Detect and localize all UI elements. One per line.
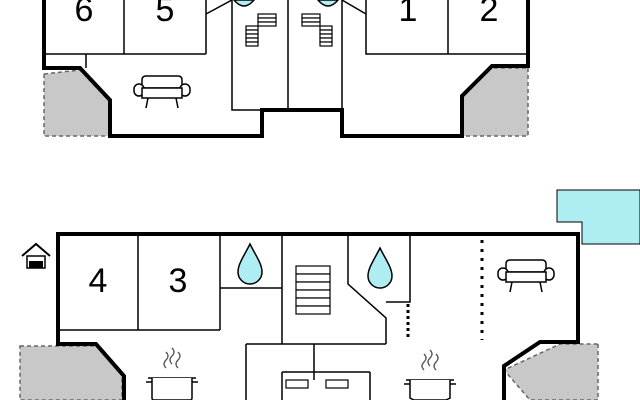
terrace-upper-right (461, 67, 529, 137)
upper-outer-wall-left (42, 0, 264, 138)
house-icon (21, 242, 51, 269)
sofa-icon (133, 75, 191, 109)
room-2-label: 2 (480, 0, 499, 29)
water-drop-icon (317, 0, 339, 7)
water-drop-icon (237, 242, 263, 285)
lower-outer-wall (56, 232, 580, 400)
water-drop-icon (233, 0, 255, 7)
upper-outer-wall-right (340, 0, 530, 138)
upper-floor: 6 5 1 2 (42, 0, 530, 138)
upper-room-walls-right (287, 0, 528, 110)
lower-floor: 4 3 (19, 189, 640, 400)
stairs-icon (301, 13, 333, 47)
lower-room-walls (58, 234, 411, 400)
room-1-label: 1 (399, 0, 418, 29)
water-drop-icon (367, 246, 393, 289)
pool (556, 189, 640, 245)
sink-icon (325, 379, 349, 389)
room-6-label: 6 (75, 0, 94, 29)
room-5-label: 5 (156, 0, 175, 29)
stairs-icon (245, 13, 277, 47)
cooking-pot-icon (146, 347, 198, 400)
sink-icon (285, 379, 309, 389)
terrace-lower-right (502, 343, 599, 400)
terrace-upper-left (43, 69, 111, 137)
stairs-icon (295, 265, 331, 315)
cooking-pot-icon (404, 349, 456, 400)
upper-room-walls-left (44, 0, 262, 111)
room-3-label: 3 (169, 262, 188, 300)
room-4-label: 4 (89, 262, 108, 300)
sofa-icon (497, 259, 555, 293)
